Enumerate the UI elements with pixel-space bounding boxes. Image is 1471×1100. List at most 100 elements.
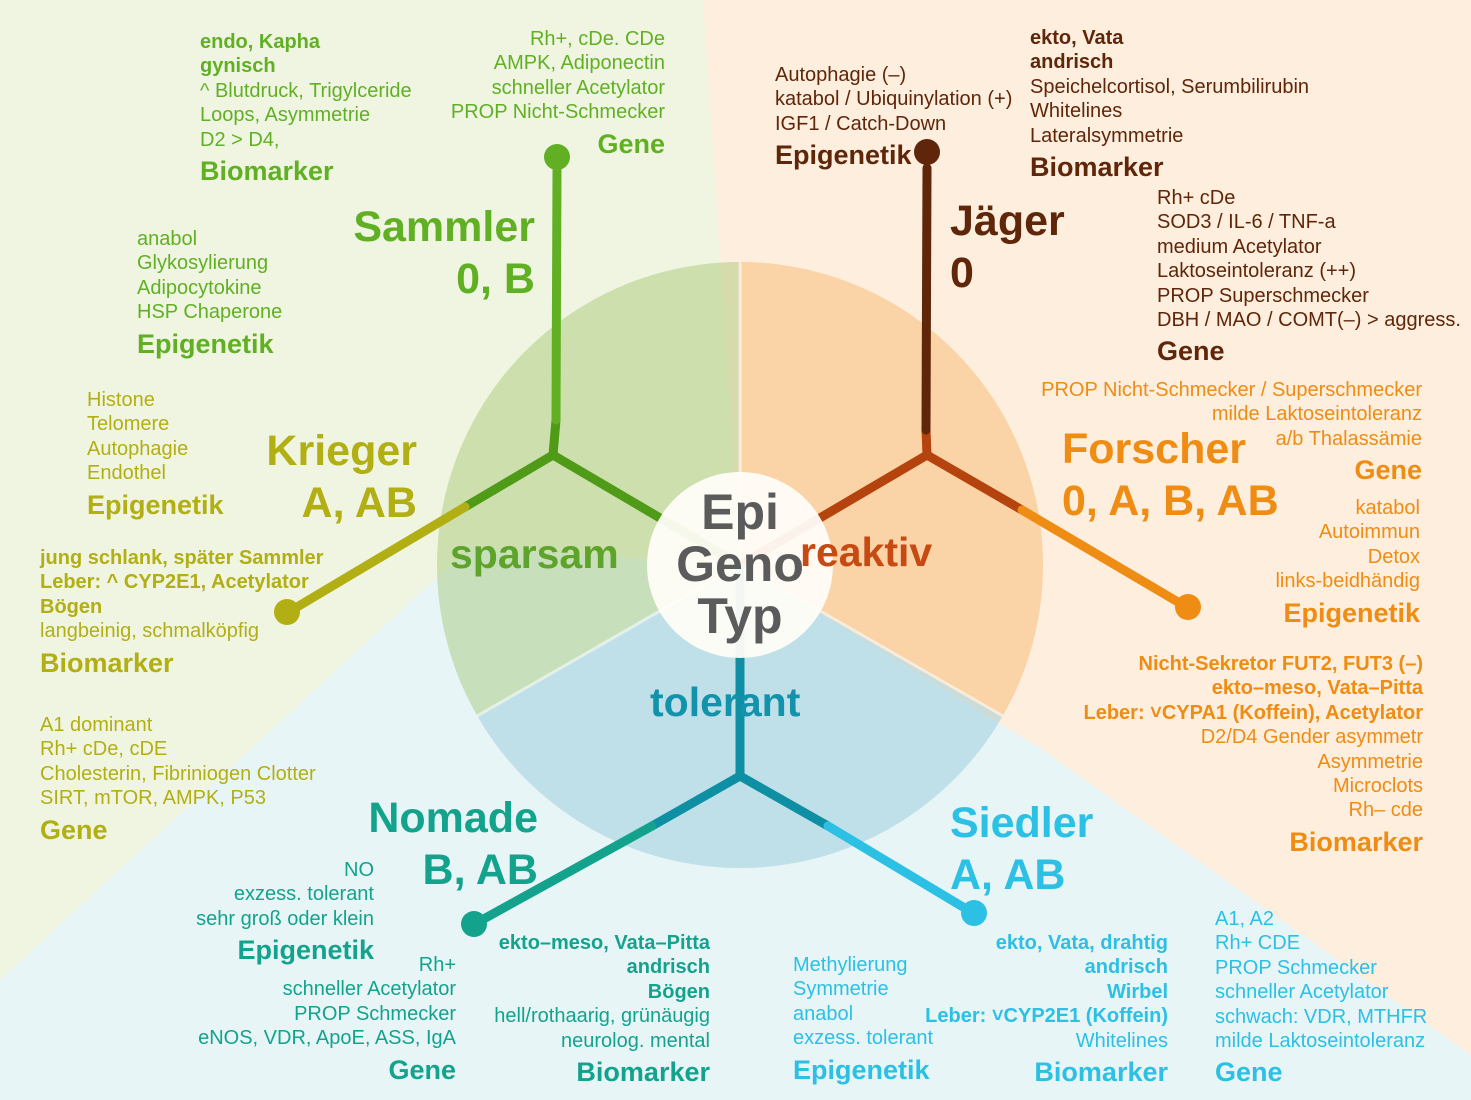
text-line: anabol — [793, 1002, 854, 1025]
block-category: Gene — [1215, 1057, 1283, 1088]
spoke-siedler-outer — [823, 821, 973, 915]
block-category: Gene — [388, 1054, 456, 1085]
text-line: schneller Acetylator — [1215, 981, 1389, 1004]
text-line: NO — [344, 859, 374, 881]
text-line: katabol / Ubiquinylation (+) — [775, 88, 1013, 111]
text-line: Bögen — [647, 980, 710, 1003]
text-line: Histone — [87, 389, 155, 411]
text-line: PROP Schmecker — [1215, 956, 1377, 979]
text-line: ekto, Vata, drahtig — [995, 932, 1168, 954]
text-line: Wirbel — [1107, 980, 1168, 1003]
text-line: ekto–meso, Vata–Pitta — [498, 932, 710, 954]
block-category: Gene — [1354, 455, 1422, 486]
text-line: Glykosylierung — [137, 252, 269, 275]
block-category: Biomarker — [1289, 826, 1423, 857]
text-line: Asymmetrie — [1317, 750, 1423, 773]
block-category: Epigenetik — [87, 489, 224, 520]
spoke-krieger-inner — [460, 450, 558, 512]
spoke-sammler-outer — [551, 165, 562, 425]
text-line: Leber: ˅CYPA1 (Koffein), Acetylator — [1083, 701, 1423, 724]
text-line: PROP Nicht-Schmecker / Superschmecker — [1041, 379, 1422, 401]
type-title-nomade: Nomade B, AB — [368, 792, 538, 897]
text-line: exzess. tolerant — [793, 1027, 934, 1050]
type-title-krieger: Krieger A, AB — [266, 425, 417, 530]
block-jaeger-epigenetik: Autophagie (–)katabol / Ubiquinylation (… — [775, 63, 1012, 172]
text-line: SOD3 / IL-6 / TNF-a — [1157, 211, 1336, 234]
background-region-reaktiv — [703, 0, 1471, 1055]
type-title-siedler: Siedler A, AB — [950, 797, 1093, 902]
text-line: sehr groß oder klein — [196, 907, 374, 930]
text-line: andrisch — [1084, 956, 1168, 979]
text-line: katabol — [1355, 497, 1421, 519]
text-line: exzess. tolerant — [233, 883, 374, 906]
text-line: ^ Blutdruck, Trigylceride — [200, 79, 412, 102]
type-title-sammler: Sammler 0, B — [353, 201, 535, 306]
dot-nomade — [461, 911, 487, 937]
center-title-line: Geno — [676, 536, 804, 592]
block-category: Biomarker — [200, 155, 334, 186]
center-circle — [647, 472, 833, 658]
text-line: milde Laktoseintoleranz — [1211, 403, 1422, 426]
type-blood-groups: 0, B — [456, 255, 535, 304]
type-name: Siedler — [950, 799, 1094, 847]
block-category: Epigenetik — [793, 1054, 930, 1085]
spoke-forscher-outer — [1017, 505, 1188, 610]
text-line: Microclots — [1332, 774, 1423, 797]
block-category: Biomarker — [40, 647, 174, 678]
text-line: D2 > D4, — [200, 128, 280, 151]
text-line: Bögen — [40, 595, 103, 618]
sector-label-reaktiv: reaktiv — [800, 529, 933, 575]
text-line: Whitelines — [1030, 100, 1123, 123]
text-line: andrisch — [626, 956, 710, 979]
text-line: HSP Chaperone — [137, 301, 283, 324]
spoke-krieger-outer — [287, 502, 470, 615]
text-line: neurolog. mental — [561, 1029, 710, 1052]
text-line: Rh+ — [418, 954, 456, 976]
text-line: AMPK, Adiponectin — [493, 52, 665, 75]
spoke-nomade-outer — [475, 821, 657, 926]
text-line: langbeinig, schmalköpfig — [40, 620, 260, 643]
block-category: Biomarker — [1030, 151, 1164, 182]
text-line: Lateralsymmetrie — [1030, 124, 1184, 147]
text-line: Rh+ CDE — [1215, 932, 1301, 955]
center-title: Epi Geno Typ — [640, 486, 840, 642]
text-line: schneller Acetylator — [282, 978, 456, 1001]
type-name: Nomade — [368, 794, 538, 842]
type-blood-groups: A, AB — [301, 479, 417, 528]
dot-jaeger — [914, 139, 940, 165]
text-line: a/b Thalassämie — [1275, 427, 1422, 450]
text-line: PROP Nicht-Schmecker — [450, 101, 665, 124]
text-line: schneller Acetylator — [491, 76, 665, 99]
dot-sammler — [544, 144, 570, 170]
center-title-line: Epi — [701, 484, 779, 540]
spoke-forscher-inner — [922, 450, 1027, 515]
text-line: links-beidhändig — [1275, 570, 1420, 593]
text-line: Methylierung — [793, 954, 908, 976]
text-line: endo, Kapha — [200, 31, 321, 53]
text-line: Laktoseintoleranz (++) — [1157, 260, 1357, 283]
text-line: hell/rothaarig, grünäugig — [494, 1005, 710, 1028]
text-line: Autophagie — [87, 437, 189, 460]
block-category: Epigenetik — [1283, 597, 1420, 628]
text-line: PROP Schmecker — [294, 1002, 456, 1025]
text-line: jung schlank, später Sammler — [40, 547, 324, 569]
text-line: Loops, Asymmetrie — [200, 104, 371, 127]
text-line: ekto–meso, Vata–Pitta — [1211, 677, 1423, 700]
text-line: medium Acetylator — [1157, 235, 1322, 258]
